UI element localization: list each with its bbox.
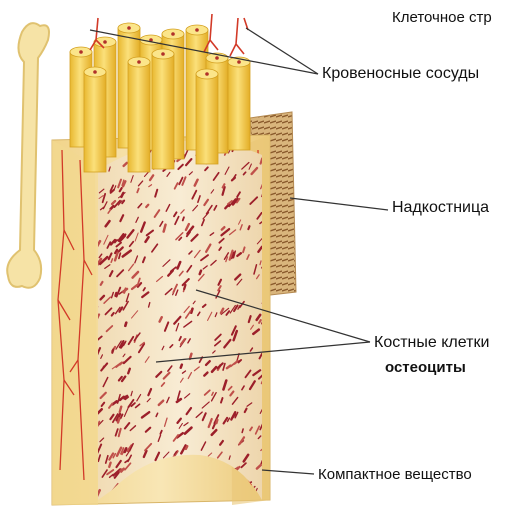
osteon-cylinders (70, 23, 250, 172)
osteon-canal (79, 50, 83, 54)
osteon-cylinder (228, 62, 250, 150)
osteocyte-mark (160, 431, 161, 434)
osteocyte-mark (183, 217, 184, 220)
osteon-cylinder (196, 74, 218, 164)
osteocyte-mark (128, 369, 130, 374)
osteocyte-mark (181, 365, 182, 368)
osteon-canal (237, 60, 241, 64)
osteon-canal (103, 40, 107, 44)
spongy-bone (96, 126, 270, 505)
osteon-canal (215, 56, 219, 60)
osteon-cylinder (128, 62, 150, 172)
osteocyte-mark (184, 285, 185, 289)
osteocyte-mark (115, 293, 116, 296)
osteocyte-mark (109, 463, 110, 467)
osteon-canal (127, 26, 131, 30)
osteon-canal (137, 60, 141, 64)
label-osteocytes: остеоциты (382, 359, 469, 376)
osteocyte-mark (112, 350, 113, 353)
label-bone-cells: Костные клетки (374, 335, 489, 351)
osteocyte-mark (146, 205, 148, 207)
diagram-title: Клеточное стр (392, 10, 518, 25)
osteon-canal (93, 70, 97, 74)
label-periosteum: Надкостница (392, 200, 489, 216)
osteon-canal (205, 72, 209, 76)
osteocyte-mark (101, 282, 103, 285)
osteon-canal (195, 28, 199, 32)
osteocyte-mark (200, 271, 201, 274)
osteocyte-mark (125, 323, 126, 326)
osteocyte-mark (120, 407, 121, 412)
osteocyte-mark (242, 429, 243, 432)
label-blood-vessels: Кровеносные сосуды (322, 66, 479, 82)
osteon-cylinder (152, 54, 174, 169)
osteocyte-mark (125, 448, 126, 452)
osteon-canal (161, 52, 165, 56)
osteocyte-mark (121, 193, 123, 197)
osteocyte-mark (261, 159, 262, 164)
label-compact-substance: Компактное вещество (318, 467, 472, 482)
osteocyte-mark (259, 320, 261, 323)
osteocyte-mark (248, 226, 249, 229)
osteocyte-mark (216, 420, 217, 423)
osteon-cylinder (84, 72, 106, 172)
osteocyte-mark (186, 446, 187, 449)
osteocyte-mark (118, 418, 119, 422)
femur-icon (7, 23, 49, 288)
osteocyte-mark (191, 309, 192, 313)
osteon-canal (171, 32, 175, 36)
